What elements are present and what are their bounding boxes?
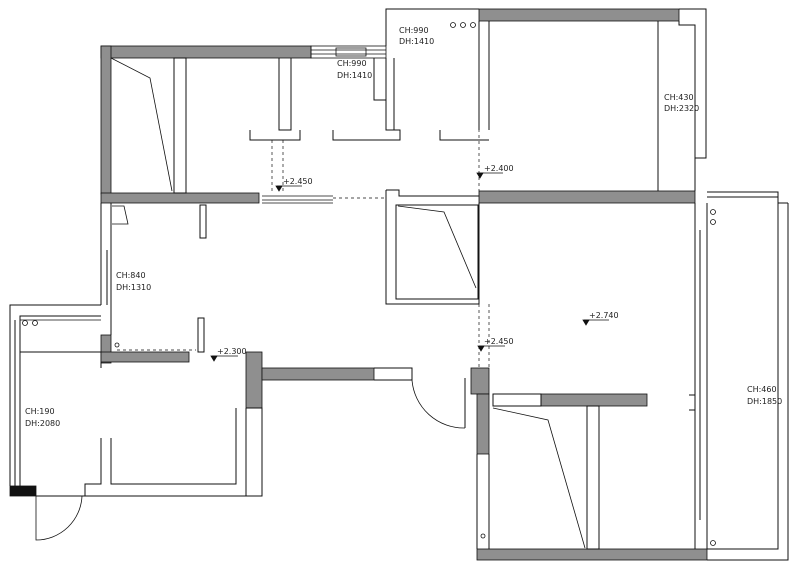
window-note-dh: DH:1410 (399, 37, 434, 46)
window-note-dh: DH:1410 (337, 71, 372, 80)
wall-balcony-outer (9, 304, 101, 486)
wall-mid-right (478, 190, 696, 204)
wall-balcony-inner (19, 315, 101, 353)
level-marker-e (210, 355, 218, 362)
wall-left-room-stub (199, 204, 207, 239)
fixture-circle (480, 533, 486, 539)
wall-top-right (478, 8, 680, 22)
wardrobe-right-bottom (492, 407, 586, 549)
wall-right-top-outer (678, 8, 707, 159)
wall-right-room-top (540, 393, 648, 407)
level-label: +2.300 (217, 347, 247, 356)
fixture-circle (710, 219, 716, 225)
level-label: +2.450 (484, 337, 514, 346)
wall-mid-left (100, 192, 260, 204)
level-marker-c (582, 319, 590, 326)
wall-right-bottom-window (492, 393, 542, 407)
window-note-dh: DH:2080 (25, 419, 60, 428)
beam-lines (117, 21, 490, 368)
walls (9, 8, 708, 561)
wall-right-room-left (476, 393, 490, 455)
wall-middle-box (385, 190, 480, 305)
fixture-circle (22, 320, 28, 326)
wall-partition-a-foot (249, 130, 301, 141)
wall-stub-center (245, 351, 263, 409)
window-note-ch: CH:460 (747, 385, 777, 394)
wall-black-post (9, 485, 37, 497)
fixture-circle (114, 342, 120, 348)
window-top-left (310, 45, 387, 59)
door-lower-left (35, 495, 83, 541)
labels: CH:990 DH:1410 CH:990 DH:1410 CH:430 DH:… (25, 26, 782, 428)
window-note-ch: CH:990 (337, 59, 367, 68)
fixture-circle (710, 209, 716, 215)
wall-lower-left (100, 351, 190, 363)
wall-middle-top (386, 189, 479, 197)
window-note-dh: DH:2320 (664, 104, 699, 113)
wall-partition-b (332, 58, 401, 141)
wall-lower-left-room-inner (110, 408, 237, 485)
outline-walls (9, 8, 789, 561)
level-marker-b (476, 172, 484, 179)
wall-left-lower (100, 334, 112, 364)
window-note-ch: CH:190 (25, 407, 55, 416)
wall-right-balcony-outer (707, 203, 779, 550)
wardrobe-top-left (110, 57, 173, 192)
wall-top-center-stub (373, 58, 386, 101)
windows (20, 45, 387, 321)
wall-top-center-room (385, 8, 479, 46)
wall-right-room-stub (470, 367, 490, 395)
wall-lower-left-column (246, 407, 263, 497)
wall-corridor (261, 367, 375, 381)
fixtures (22, 22, 716, 546)
window-note-dh: DH:1310 (116, 283, 151, 292)
level-markers (210, 172, 609, 362)
fixture-circle (470, 22, 476, 28)
window-note-dh: DH:1850 (747, 397, 782, 406)
wall-corridor-door-frame (374, 367, 413, 381)
fixture-circle (32, 320, 38, 326)
level-label: +2.450 (283, 177, 313, 186)
level-label: +2.400 (484, 164, 514, 173)
wall-middle-inner (395, 204, 479, 300)
wall-partition-c (439, 130, 489, 141)
doors (35, 379, 466, 541)
level-marker-a (275, 185, 283, 192)
wall-right-bottom-partition (586, 405, 600, 550)
wall-left-room-stub-2 (197, 317, 205, 353)
window-note-ch: CH:840 (116, 271, 146, 280)
level-label: +2.740 (589, 311, 619, 320)
wall-partition-a (278, 58, 292, 131)
wall-top-left (100, 45, 312, 59)
fixture-circle (710, 540, 716, 546)
wardrobe-middle (397, 205, 477, 289)
furniture-lines (110, 57, 586, 549)
door-corridor (411, 379, 466, 429)
wall-lower-left-room (84, 408, 247, 497)
wall-bottom-right (476, 548, 708, 561)
column-left-room (112, 205, 129, 225)
wall-wardrobe-partition (173, 57, 187, 194)
wall-left-upper (100, 45, 112, 195)
fixture-circle (450, 22, 456, 28)
fixture-circle (460, 22, 466, 28)
window-top-left-sash (335, 47, 367, 57)
wall-right-balcony-outer-2 (707, 203, 789, 561)
window-note-ch: CH:990 (399, 26, 429, 35)
wall-right-balcony-top (707, 191, 779, 203)
window-note-ch: CH:430 (664, 93, 694, 102)
